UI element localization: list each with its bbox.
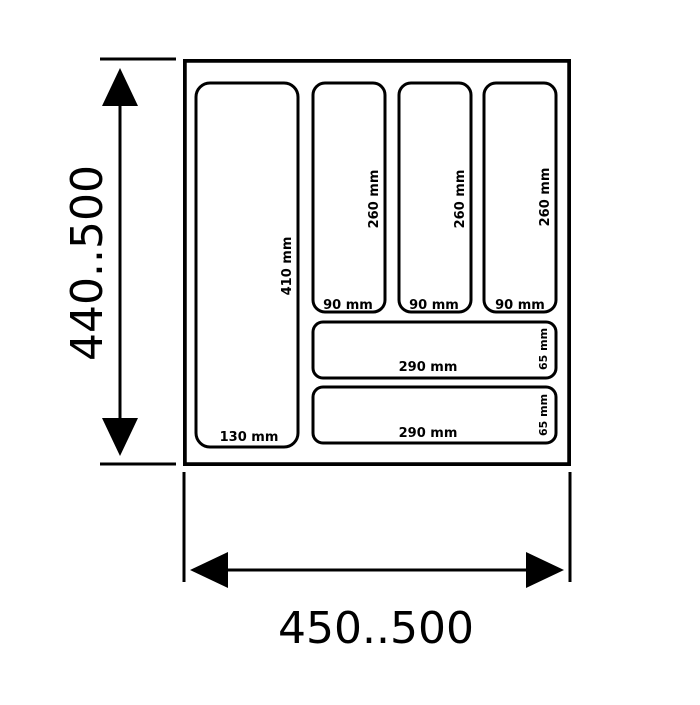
narrow-tray-3-length-label: 260 mm [538, 168, 553, 227]
narrow-tray-3-width-label: 90 mm [495, 298, 545, 313]
narrow-tray-1-length-label: 260 mm [367, 170, 382, 229]
width-arrow-left-icon [190, 552, 228, 588]
width-range-label: 450..500 [278, 603, 474, 654]
compartment-narrow-1 [311, 81, 387, 314]
compartment-horizontal-2 [311, 385, 558, 445]
tray-inner-frame [185, 61, 569, 464]
horizontal-tray-1-length-label: 290 mm [399, 360, 458, 375]
height-arrow-down-icon [102, 418, 138, 456]
tray-outer-frame [183, 59, 571, 466]
width-arrow-right-icon [526, 552, 564, 588]
narrow-tray-2-length-label: 260 mm [453, 170, 468, 229]
compartment-horizontal-1 [311, 320, 558, 380]
compartment-long [194, 81, 300, 449]
long-tray-length-label: 410 mm [280, 237, 295, 296]
horizontal-tray-1-width-label: 65 mm [537, 328, 550, 370]
height-range-label: 440..500 [62, 165, 113, 361]
horizontal-tray-2-length-label: 290 mm [399, 426, 458, 441]
compartment-narrow-3 [482, 81, 558, 314]
height-arrow-up-icon [102, 68, 138, 106]
horizontal-tray-2-width-label: 65 mm [537, 394, 550, 436]
long-tray-width-label: 130 mm [220, 430, 279, 445]
compartment-narrow-2 [397, 81, 473, 314]
narrow-tray-2-width-label: 90 mm [409, 298, 459, 313]
narrow-tray-1-width-label: 90 mm [323, 298, 373, 313]
